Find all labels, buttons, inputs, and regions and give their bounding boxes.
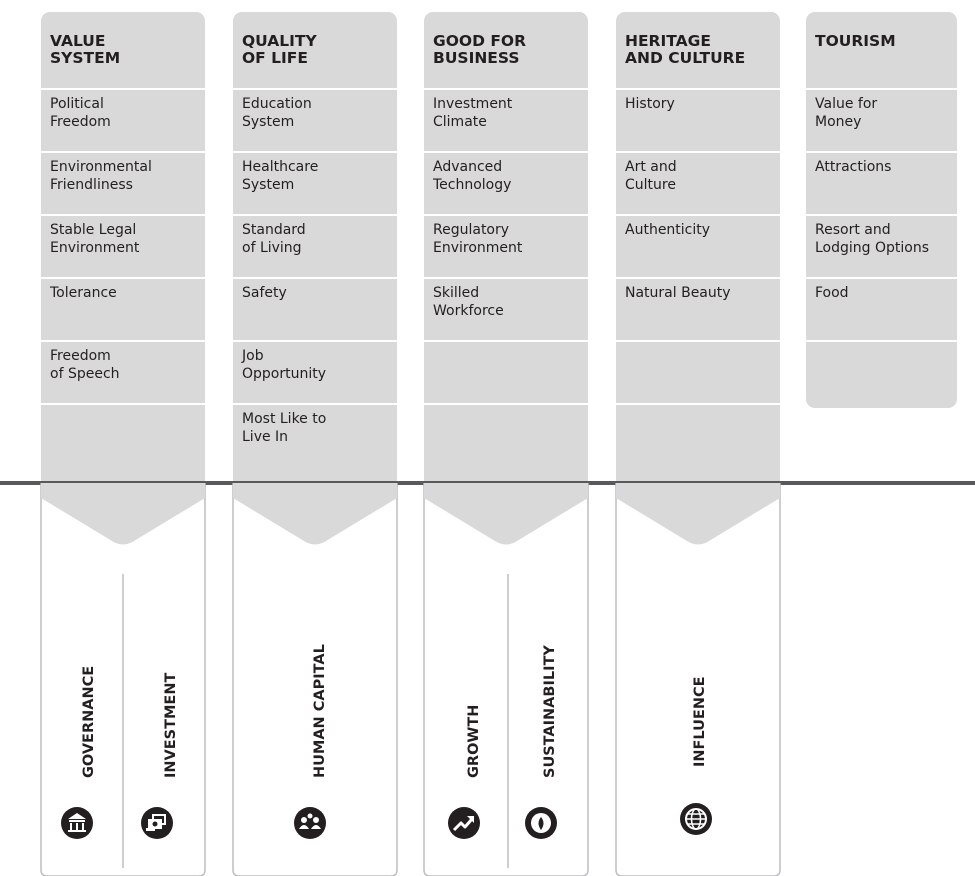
attribute-cell: Value for Money — [806, 88, 957, 151]
column-heritage-and-culture: HERITAGE AND CULTURE History Art and Cul… — [616, 12, 780, 483]
panel-chevron — [233, 483, 397, 545]
panel-chevron — [41, 483, 205, 545]
globe-icon — [680, 803, 712, 835]
leaf-icon — [525, 807, 557, 839]
attribute-cell: Food — [806, 277, 957, 340]
column-card: GOOD FOR BUSINESS Investment Climate Adv… — [424, 12, 588, 483]
column-title: GOOD FOR BUSINESS — [433, 32, 527, 67]
attribute-cell: Political Freedom — [41, 88, 205, 151]
attribute-cell: Skilled Workforce — [424, 277, 588, 340]
attribute-cell: Advanced Technology — [424, 151, 588, 214]
attribute-cell: Healthcare System — [233, 151, 397, 214]
attribute-cell: Authenticity — [616, 214, 780, 277]
attribute-cell-empty — [616, 403, 780, 466]
outcome-label-growth: GROWTH — [466, 705, 482, 778]
attribute-cell-empty — [806, 340, 957, 403]
outcome-panel-heritage-and-culture: INFLUENCE — [615, 483, 781, 876]
bank-building-icon — [61, 807, 93, 839]
attribute-cell: Art and Culture — [616, 151, 780, 214]
panel-chevron — [616, 483, 780, 545]
attribute-cell: History — [616, 88, 780, 151]
attribute-cell: Regulatory Environment — [424, 214, 588, 277]
attribute-cell: Education System — [233, 88, 397, 151]
column-title: HERITAGE AND CULTURE — [625, 32, 746, 67]
column-value-system: VALUE SYSTEM Political Freedom Environme… — [41, 12, 205, 483]
panel-outline — [423, 483, 589, 876]
column-title: QUALITY OF LIFE — [242, 32, 317, 67]
outcome-label-governance: GOVERNANCE — [81, 666, 97, 778]
column-card: HERITAGE AND CULTURE History Art and Cul… — [616, 12, 780, 483]
attribute-cell: Stable Legal Environment — [41, 214, 205, 277]
attribute-cell-empty — [424, 340, 588, 403]
outcome-label-influence: INFLUENCE — [692, 676, 708, 767]
trend-up-icon — [448, 807, 480, 839]
column-card: TOURISM Value for Money Attractions Reso… — [806, 12, 957, 408]
column-quality-of-life: QUALITY OF LIFE Education System Healthc… — [233, 12, 397, 483]
attribute-cell-empty — [41, 403, 205, 466]
attribute-cell: Investment Climate — [424, 88, 588, 151]
attribute-cell: Job Opportunity — [233, 340, 397, 403]
column-tourism: TOURISM Value for Money Attractions Reso… — [806, 12, 957, 408]
outcome-label-human-capital: HUMAN CAPITAL — [312, 644, 328, 778]
column-title: TOURISM — [815, 32, 896, 50]
panel-chevron — [424, 483, 588, 545]
panel-outline — [615, 483, 781, 876]
attribute-cell: Resort and Lodging Options — [806, 214, 957, 277]
attribute-cell: Tolerance — [41, 277, 205, 340]
panel-outline — [232, 483, 398, 876]
attribute-cell: Freedom of Speech — [41, 340, 205, 403]
outcome-panel-good-for-business: GROWTH SUSTAINABILITY — [423, 483, 589, 876]
attribute-cell-empty — [424, 403, 588, 466]
attribute-cell: Standard of Living — [233, 214, 397, 277]
outcome-label-sustainability: SUSTAINABILITY — [542, 645, 558, 778]
column-title: VALUE SYSTEM — [50, 32, 121, 67]
attribute-cell: Attractions — [806, 151, 957, 214]
attribute-cell-empty — [616, 340, 780, 403]
attribute-cell: Natural Beauty — [616, 277, 780, 340]
investment-icon — [141, 807, 173, 839]
column-card: QUALITY OF LIFE Education System Healthc… — [233, 12, 397, 483]
outcome-label-investment: INVESTMENT — [163, 673, 179, 778]
outcome-panel-value-system: GOVERNANCE INVESTMENT — [40, 483, 206, 876]
outcome-panel-quality-of-life: HUMAN CAPITAL — [232, 483, 398, 876]
panel-outline — [40, 483, 206, 876]
attribute-cell: Safety — [233, 277, 397, 340]
attribute-cell: Most Like to Live In — [233, 403, 397, 466]
people-icon — [294, 807, 326, 839]
attribute-cell: Environmental Friendliness — [41, 151, 205, 214]
column-good-for-business: GOOD FOR BUSINESS Investment Climate Adv… — [424, 12, 588, 483]
column-card: VALUE SYSTEM Political Freedom Environme… — [41, 12, 205, 483]
